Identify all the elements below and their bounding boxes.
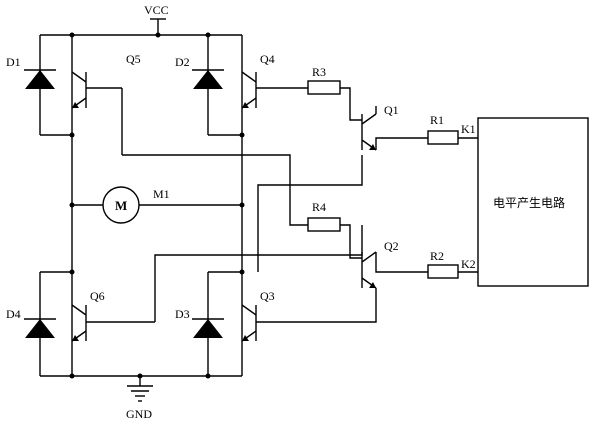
r2-label: R2 bbox=[430, 249, 444, 263]
diode-d1 bbox=[24, 35, 72, 136]
transistor-q6 bbox=[71, 304, 155, 342]
q3-label: Q3 bbox=[260, 289, 275, 303]
resistor-r3 bbox=[307, 80, 362, 121]
r3-label: R3 bbox=[312, 65, 326, 79]
q2-label: Q2 bbox=[384, 239, 399, 253]
k1-label: K1 bbox=[461, 122, 476, 136]
level-generator-block bbox=[477, 117, 589, 287]
resistor-r1 bbox=[427, 130, 478, 145]
transistor-q1 bbox=[361, 106, 428, 151]
cross-wiring bbox=[122, 154, 363, 322]
q1-label: Q1 bbox=[384, 103, 399, 117]
transistor-q4 bbox=[241, 71, 308, 109]
d2-label: D2 bbox=[175, 55, 190, 69]
diode-d4 bbox=[24, 271, 72, 376]
d3-label: D3 bbox=[175, 307, 190, 321]
r1-label: R1 bbox=[430, 113, 444, 127]
level-generator-label: 电平产生电路 bbox=[493, 195, 565, 210]
k2-label: K2 bbox=[461, 257, 476, 271]
resistor-r2 bbox=[427, 264, 478, 279]
diode-d2 bbox=[192, 35, 242, 136]
vcc-label: VCC bbox=[144, 3, 169, 17]
junction-dots bbox=[69, 32, 245, 379]
q4-label: Q4 bbox=[260, 52, 275, 66]
vcc-terminal bbox=[150, 18, 166, 35]
transistor-q5 bbox=[71, 71, 123, 155]
d4-label: D4 bbox=[6, 307, 21, 321]
diode-d3 bbox=[192, 271, 242, 376]
transistor-q2 bbox=[360, 251, 428, 323]
gnd-label: GND bbox=[126, 407, 152, 421]
m1-label: M1 bbox=[153, 187, 170, 201]
r4-label: R4 bbox=[312, 200, 326, 214]
motor-m1 bbox=[72, 186, 242, 224]
q5-label: Q5 bbox=[126, 52, 141, 66]
transistor-q3 bbox=[241, 304, 360, 342]
resistor-r4 bbox=[307, 217, 362, 259]
ground-symbol bbox=[127, 376, 153, 402]
q6-label: Q6 bbox=[90, 289, 105, 303]
motor-symbol-label: M bbox=[115, 198, 127, 213]
d1-label: D1 bbox=[6, 55, 21, 69]
